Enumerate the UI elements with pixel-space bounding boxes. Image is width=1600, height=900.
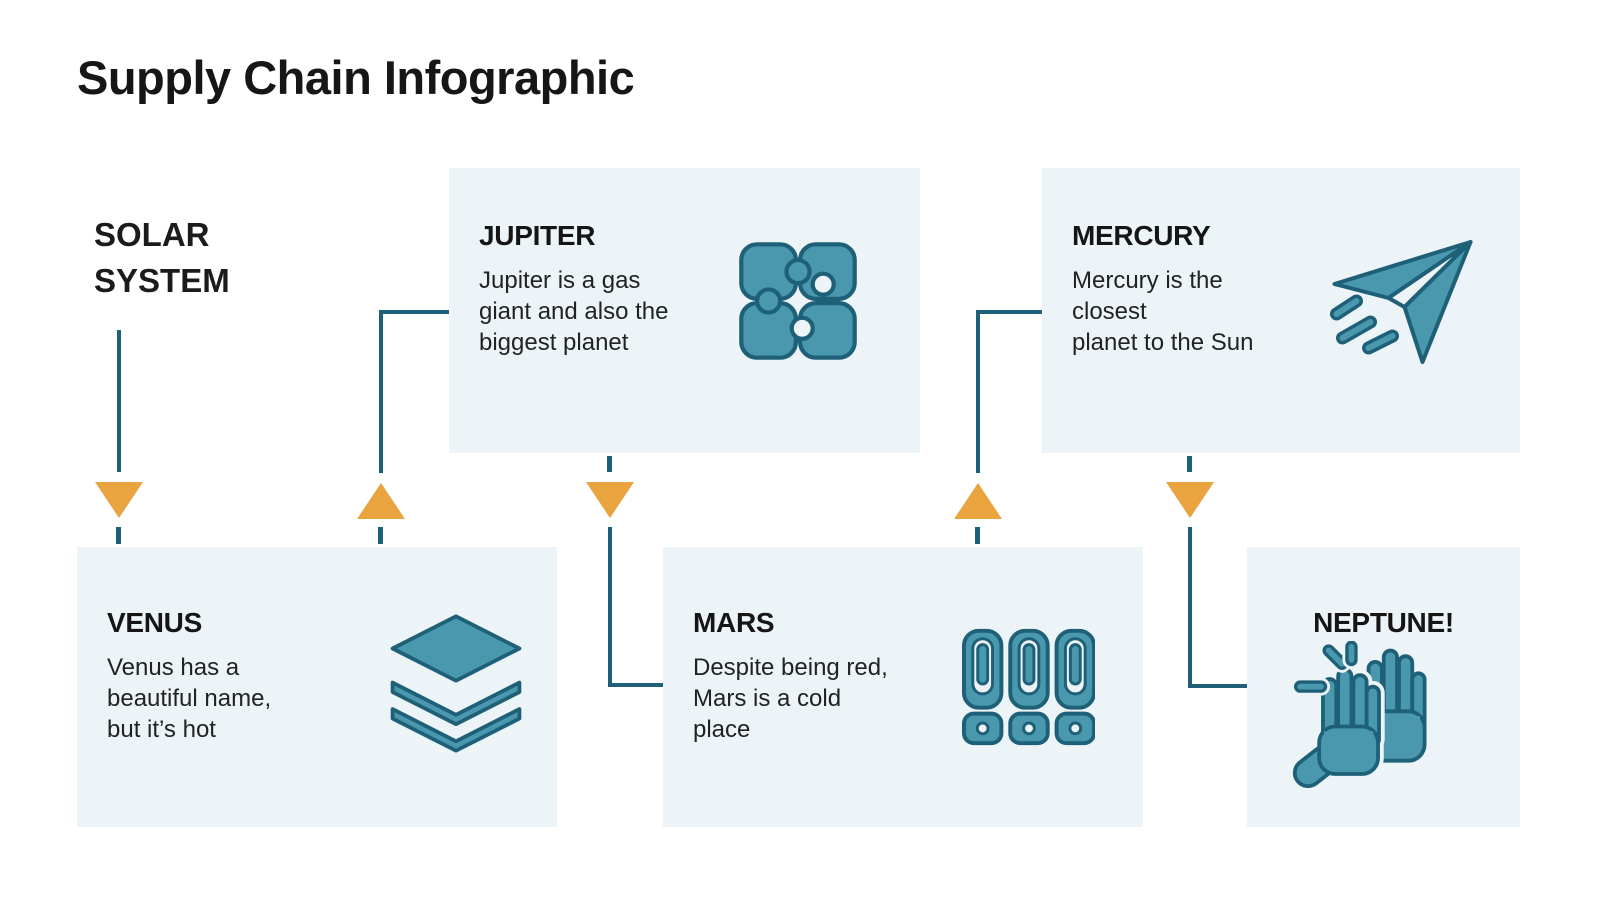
connector-dash: [975, 527, 980, 544]
node-title: NEPTUNE!: [1313, 607, 1454, 638]
node-title: MERCURY: [1072, 220, 1211, 251]
node-body: Mercury is the closest planet to the Sun: [1072, 267, 1254, 356]
node-title: MARS: [693, 607, 775, 638]
page-title: Supply Chain Infographic: [77, 51, 635, 104]
puzzle-icon: [739, 242, 857, 360]
connector-line: [379, 310, 383, 473]
node-body: Despite being red, Mars is a cold place: [693, 654, 888, 743]
connector-line: [1188, 684, 1248, 688]
connector-dash: [1187, 456, 1192, 472]
connector-line: [379, 310, 449, 314]
arrow-up-icon: [954, 483, 1002, 519]
connector-line: [1188, 527, 1192, 688]
connector-line: [976, 310, 980, 473]
connector-dash: [607, 456, 612, 472]
connector-dash: [116, 527, 121, 544]
connector-line: [976, 310, 1042, 314]
connector-line: [117, 330, 121, 472]
arrow-down-icon: [1166, 482, 1214, 518]
node-neptune: NEPTUNE!: [1247, 547, 1520, 827]
layers-icon: [390, 614, 522, 753]
paper-plane-icon: [1330, 240, 1473, 364]
arrow-down-icon: [95, 482, 143, 518]
connector-line: [608, 527, 612, 687]
node-mercury: MERCURY Mercury is the closest planet to…: [1042, 168, 1520, 453]
archive-binders-icon: [961, 628, 1095, 746]
connector-dash: [378, 527, 383, 544]
node-title: VENUS: [107, 607, 202, 638]
arrow-up-icon: [357, 483, 405, 519]
node-mars: MARS Despite being red, Mars is a cold p…: [663, 547, 1143, 827]
node-body: Jupiter is a gas giant and also the bigg…: [479, 267, 669, 356]
source-label: SOLAR SYSTEM: [94, 216, 230, 299]
arrow-down-icon: [586, 482, 634, 518]
clapping-hands-icon: [1289, 641, 1427, 792]
node-venus: VENUS Venus has a beautiful name, but it…: [77, 547, 557, 827]
node-body: Venus has a beautiful name, but it’s hot: [107, 654, 272, 743]
node-title: JUPITER: [479, 220, 596, 251]
connector-line: [608, 683, 665, 687]
node-jupiter: JUPITER Jupiter is a gas giant and also …: [449, 168, 920, 453]
